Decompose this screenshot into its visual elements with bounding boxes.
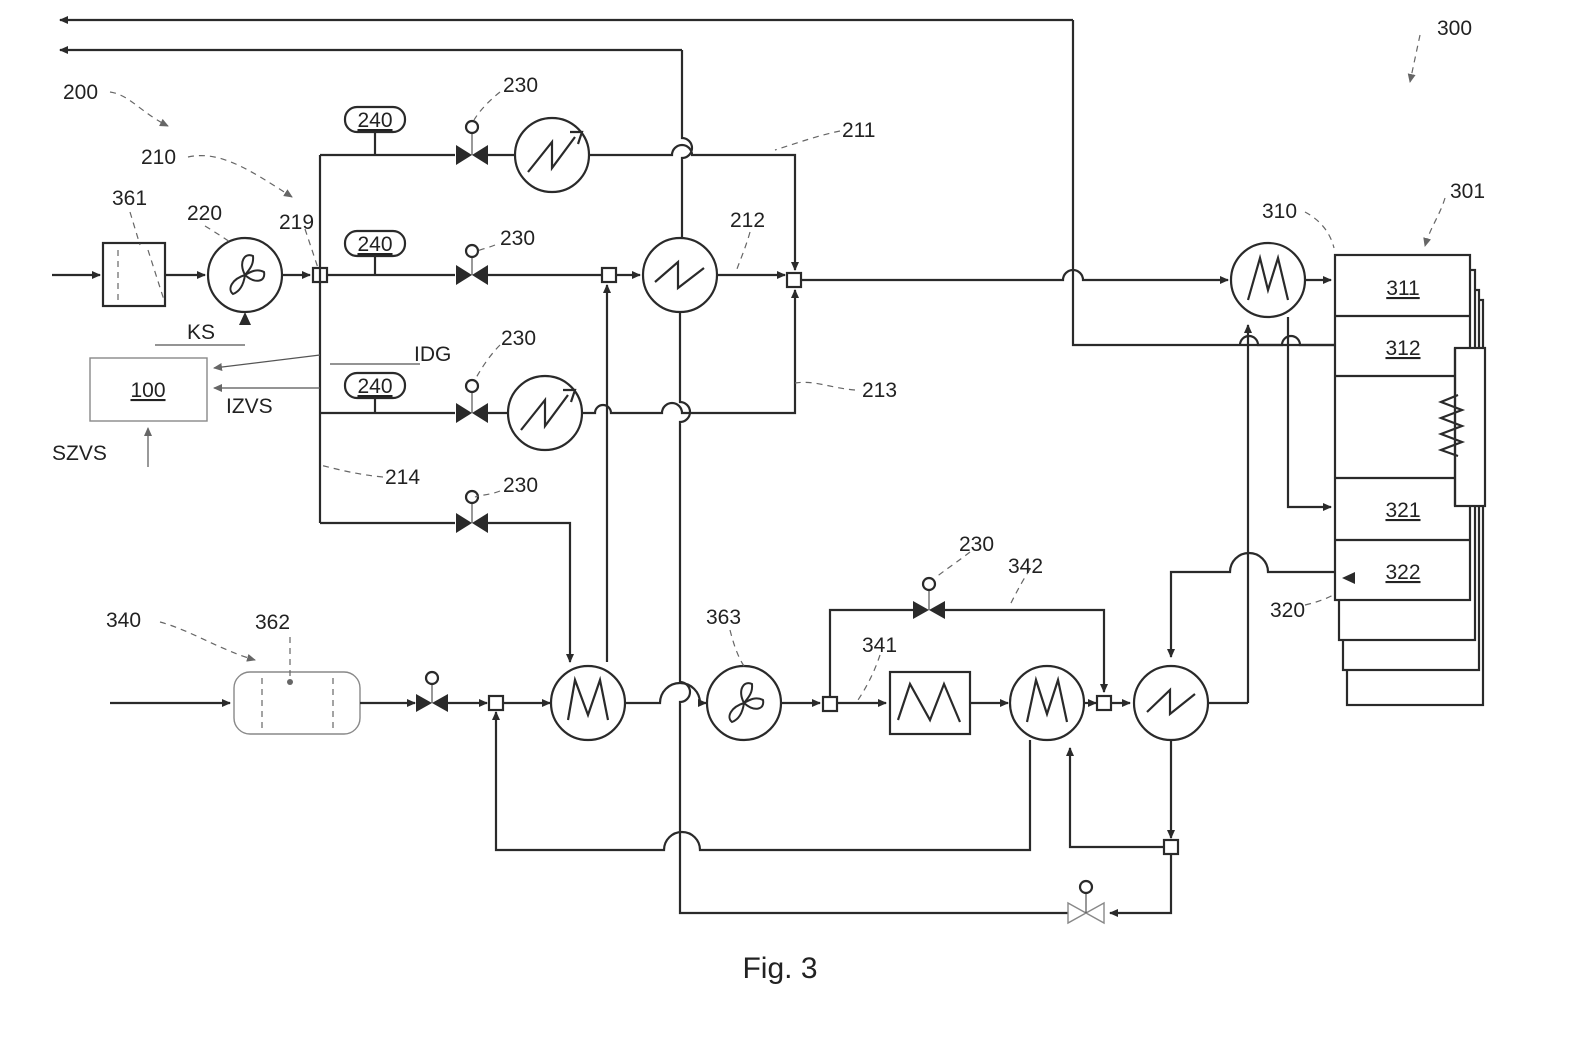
svg-text:340: 340: [106, 609, 141, 632]
svg-text:200: 200: [63, 81, 98, 104]
valve-230-branch-212: [456, 245, 488, 285]
air-inlet: [52, 238, 327, 325]
svg-text:SZVS: SZVS: [52, 442, 107, 465]
svg-text:212: 212: [730, 209, 765, 232]
svg-text:230: 230: [501, 327, 536, 350]
figure-caption: Fig. 3: [742, 952, 817, 985]
reference-labels: 300 200 210 301 310 361 220 219 230 230 …: [52, 17, 1485, 657]
svg-text:300: 300: [1437, 17, 1472, 40]
svg-text:321: 321: [1385, 499, 1420, 522]
svg-text:240: 240: [357, 109, 392, 132]
fuel-cell-stack-301: 311 312 321 322: [1335, 255, 1485, 705]
branch-212: [488, 238, 1228, 312]
svg-text:320: 320: [1270, 599, 1305, 622]
svg-text:220: 220: [187, 202, 222, 225]
svg-text:361: 361: [112, 187, 147, 210]
svg-text:100: 100: [130, 379, 165, 402]
svg-text:230: 230: [959, 533, 994, 556]
valve-purge: [1068, 881, 1104, 923]
valve-230-branch-214: [456, 491, 488, 533]
svg-text:342: 342: [1008, 555, 1043, 578]
junction-341: [823, 697, 837, 711]
svg-text:363: 363: [706, 606, 741, 629]
heat-exchanger-340-icon: [551, 666, 625, 740]
svg-text:210: 210: [141, 146, 176, 169]
svg-text:240: 240: [357, 375, 392, 398]
svg-text:341: 341: [862, 634, 897, 657]
svg-text:IZVS: IZVS: [226, 395, 273, 418]
junction-342: [1097, 696, 1111, 710]
branch-214: [488, 523, 570, 662]
valve-230-branch-211: [456, 121, 488, 165]
sensor-240-c: 240: [345, 373, 405, 398]
svg-text:230: 230: [503, 474, 538, 497]
svg-text:311: 311: [1386, 277, 1419, 300]
sensor-240-a: 240: [345, 107, 405, 132]
junction-return: [1164, 840, 1178, 854]
svg-text:240: 240: [357, 233, 392, 256]
svg-text:214: 214: [385, 466, 420, 489]
valve-230-branch-213: [456, 380, 488, 423]
branch-213: [488, 290, 795, 450]
leader-lines: [110, 35, 1445, 700]
sensor-240-b: 240: [345, 231, 405, 256]
heater-341: [890, 672, 970, 734]
tank-362: [234, 672, 360, 734]
heat-exchanger-342-icon: [1010, 666, 1084, 740]
junction-340: [489, 696, 503, 710]
svg-text:322: 322: [1385, 561, 1420, 584]
svg-text:211: 211: [842, 119, 875, 142]
svg-text:KS: KS: [187, 321, 215, 344]
svg-text:230: 230: [503, 74, 538, 97]
svg-text:230: 230: [500, 227, 535, 250]
junction-212-in: [602, 268, 616, 282]
svg-text:IDG: IDG: [414, 343, 451, 366]
heat-exchanger-212-icon: [643, 238, 717, 312]
svg-text:312: 312: [1385, 337, 1420, 360]
svg-text:219: 219: [279, 211, 314, 234]
svg-text:213: 213: [862, 379, 897, 402]
svg-text:310: 310: [1262, 200, 1297, 223]
heat-exchanger-310-icon: [1231, 243, 1305, 317]
branch-network-210: [320, 130, 455, 523]
svg-text:301: 301: [1450, 180, 1485, 203]
junction-212-out: [787, 273, 801, 287]
svg-text:362: 362: [255, 611, 290, 634]
heat-exchanger-310: [1231, 243, 1335, 703]
